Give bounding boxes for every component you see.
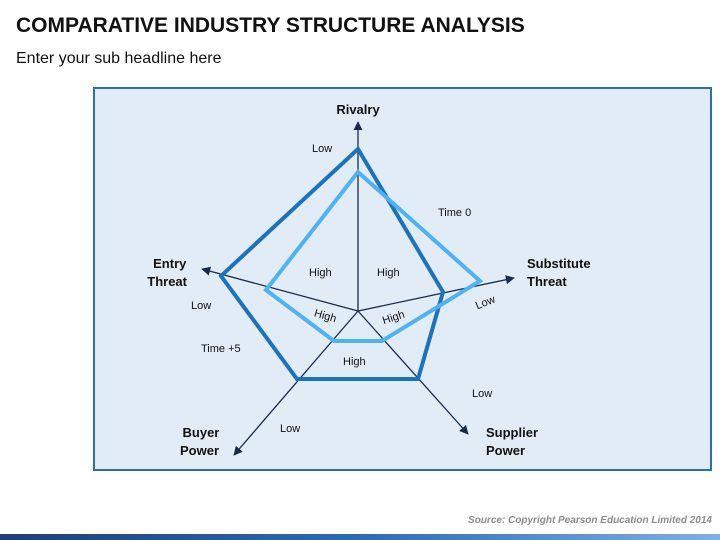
- page-title: COMPARATIVE INDUSTRY STRUCTURE ANALYSIS: [16, 14, 525, 37]
- high-right-label: High: [377, 267, 400, 279]
- page-subtitle: Enter your sub headline here: [16, 50, 222, 67]
- substitute-low-label: Low: [474, 294, 497, 313]
- entry-label-line1: Entry: [153, 256, 187, 271]
- substitute-label: Substitute Threat: [527, 256, 594, 289]
- time0-label: Time 0: [438, 207, 471, 219]
- axis-substitute: [357, 275, 515, 312]
- supplier-label-line2: Power: [486, 443, 525, 458]
- time5-polygon: [218, 145, 446, 381]
- entry-label: Entry Threat: [147, 256, 190, 289]
- buyer-label-line1: Buyer: [183, 425, 220, 440]
- axis-buyer: [233, 310, 359, 456]
- axis-entry: [201, 266, 359, 312]
- time0-polygon: [263, 169, 484, 343]
- time5-label: Time +5: [201, 343, 241, 355]
- buyer-low-label: Low: [280, 423, 300, 435]
- substitute-label-line2: Threat: [527, 274, 567, 289]
- source-note: Source: Copyright Pearson Education Limi…: [468, 515, 712, 526]
- high-bottom-label: High: [343, 356, 366, 368]
- entry-low-label: Low: [191, 300, 211, 312]
- supplier-label-line1: Supplier: [486, 425, 538, 440]
- rivalry-low-label: Low: [312, 143, 332, 155]
- high-left-label: High: [309, 267, 332, 279]
- supplier-low-label: Low: [472, 388, 492, 400]
- buyer-label-line2: Power: [180, 443, 219, 458]
- high-lower-left-label: High: [313, 307, 338, 325]
- diagram-panel: [93, 87, 712, 471]
- high-lower-right-label: High: [381, 309, 406, 327]
- bottom-accent-bar: [0, 534, 720, 540]
- buyer-label: Buyer Power: [180, 425, 223, 458]
- rivalry-label: Rivalry: [336, 102, 380, 117]
- supplier-label: Supplier Power: [486, 425, 542, 458]
- axis-supplier: [357, 310, 469, 435]
- axis-lines: [201, 121, 515, 456]
- entry-label-line2: Threat: [147, 274, 187, 289]
- substitute-label-line1: Substitute: [527, 256, 591, 271]
